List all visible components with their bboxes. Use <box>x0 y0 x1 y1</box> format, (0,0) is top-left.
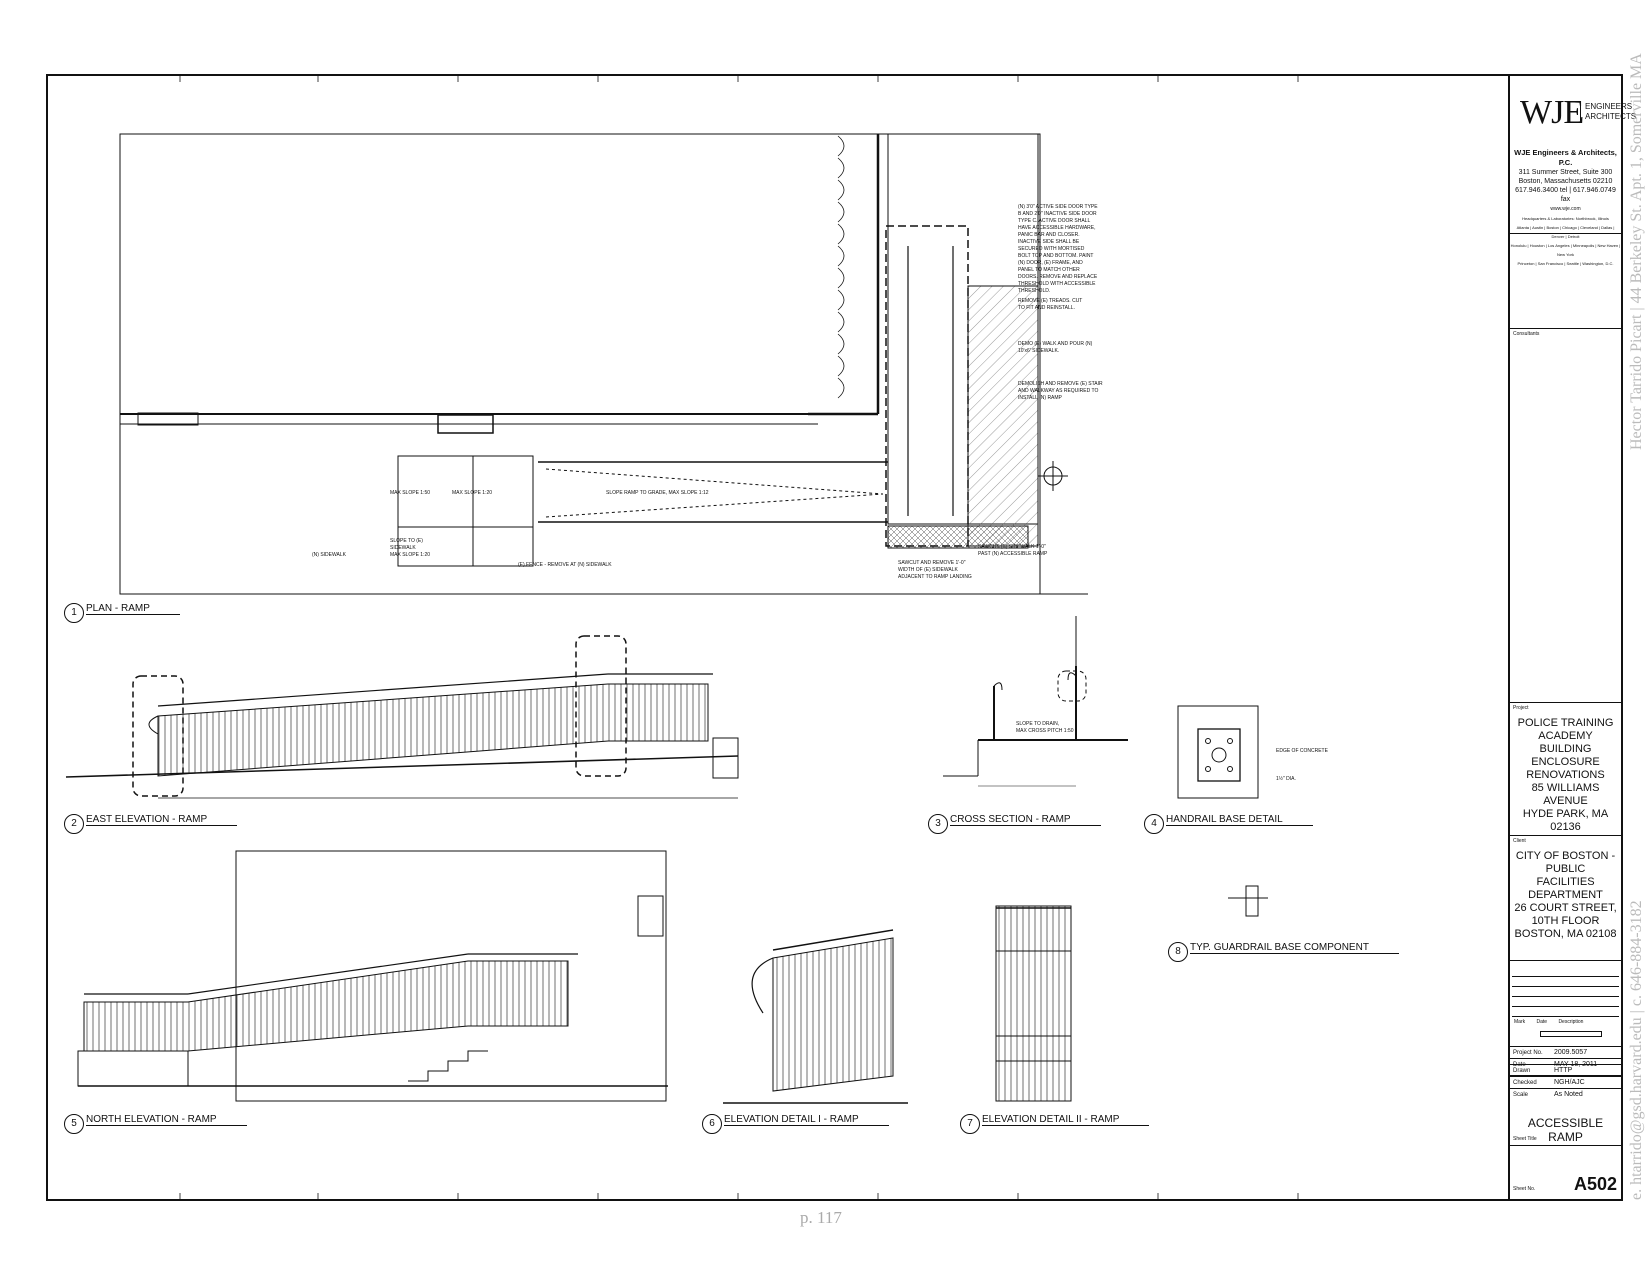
elevation-detail-2-drawing <box>995 905 1072 1102</box>
client-box: Client CITY OF BOSTON -PUBLIC FACILITIES… <box>1510 836 1621 961</box>
project-name: POLICE TRAINING ACADEMY BUILDING ENCLOSU… <box>1517 717 1614 833</box>
project-no-row: Project No.2009.5057 <box>1510 1046 1621 1059</box>
elevation-detail-1-drawing <box>723 929 908 1104</box>
firm-info: WJE Engineers & Architects, P.C. 311 Sum… <box>1510 148 1621 266</box>
sheet-number: A502 <box>1573 1174 1617 1194</box>
consultants-box: Consultants <box>1510 329 1621 703</box>
north-elevation-drawing <box>77 850 668 1102</box>
grid-ticks <box>179 76 1299 1199</box>
sheet-number-box: Sheet No. A502 <box>1513 1174 1617 1194</box>
cross-section-drawing <box>943 616 1128 787</box>
wje-logo: WJE <box>1520 94 1584 131</box>
client-name: CITY OF BOSTON -PUBLIC FACILITIES DEPART… <box>1514 850 1617 940</box>
note-drain: SLOPE TO DRAIN,MAX CROSS PITCH 1:50 <box>1016 721 1074 734</box>
drawing-area <box>65 76 1299 1199</box>
sheet-title: ACCESSIBLE RAMP <box>1527 1116 1604 1144</box>
revision-headers: Mark Date Description <box>1514 1019 1584 1025</box>
note-max-slope-150: MAX SLOPE 1:50 <box>390 490 431 496</box>
note-edge-concrete: EDGE OF CONCRETE <box>1276 748 1328 754</box>
revision-box: Mark Date Description Project No.2009.50… <box>1510 961 1621 1076</box>
note-dia: 1½" DIA. <box>1276 776 1296 782</box>
revision-grid <box>1512 967 1619 1017</box>
graphic-scale <box>1540 1031 1602 1037</box>
author-address: Hector Tarrido Picart | 44 Berkeley St. … <box>1628 53 1645 450</box>
project-box: Project POLICE TRAINING ACADEMY BUILDING… <box>1510 703 1621 836</box>
note-slope-ramp: SLOPE RAMP TO GRADE, MAX SLOPE 1:12 <box>606 490 709 496</box>
note-sawcut-2: SAWCUT AND REMOVE 1'-0"WIDTH OF (E) SIDE… <box>898 560 972 580</box>
note-walk: DEMO (E) WALK AND POUR (N)10'x6' SIDEWAL… <box>1018 341 1093 354</box>
plan-ramp-drawing <box>119 133 1088 595</box>
note-fence: (E) FENCE - REMOVE AT (N) SIDEWALK <box>518 562 612 568</box>
page-number: p. 117 <box>800 1208 842 1227</box>
handrail-base-drawing <box>1177 705 1259 799</box>
note-max-slope-120: MAX SLOPE 1:20 <box>452 490 493 496</box>
consultant-box <box>1510 234 1621 329</box>
east-elevation-drawing <box>65 635 739 799</box>
note-sawcut-1: SAWCUT (E) SIDEWALK 1'-0"PAST (N) ACCESS… <box>978 544 1048 557</box>
author-contact: e. htarrido@gsd.harvard.edu | c. 646-884… <box>1628 900 1645 1200</box>
note-sidewalk: (N) SIDEWALK <box>312 552 346 558</box>
guardrail-base-component-drawing <box>1228 885 1268 917</box>
